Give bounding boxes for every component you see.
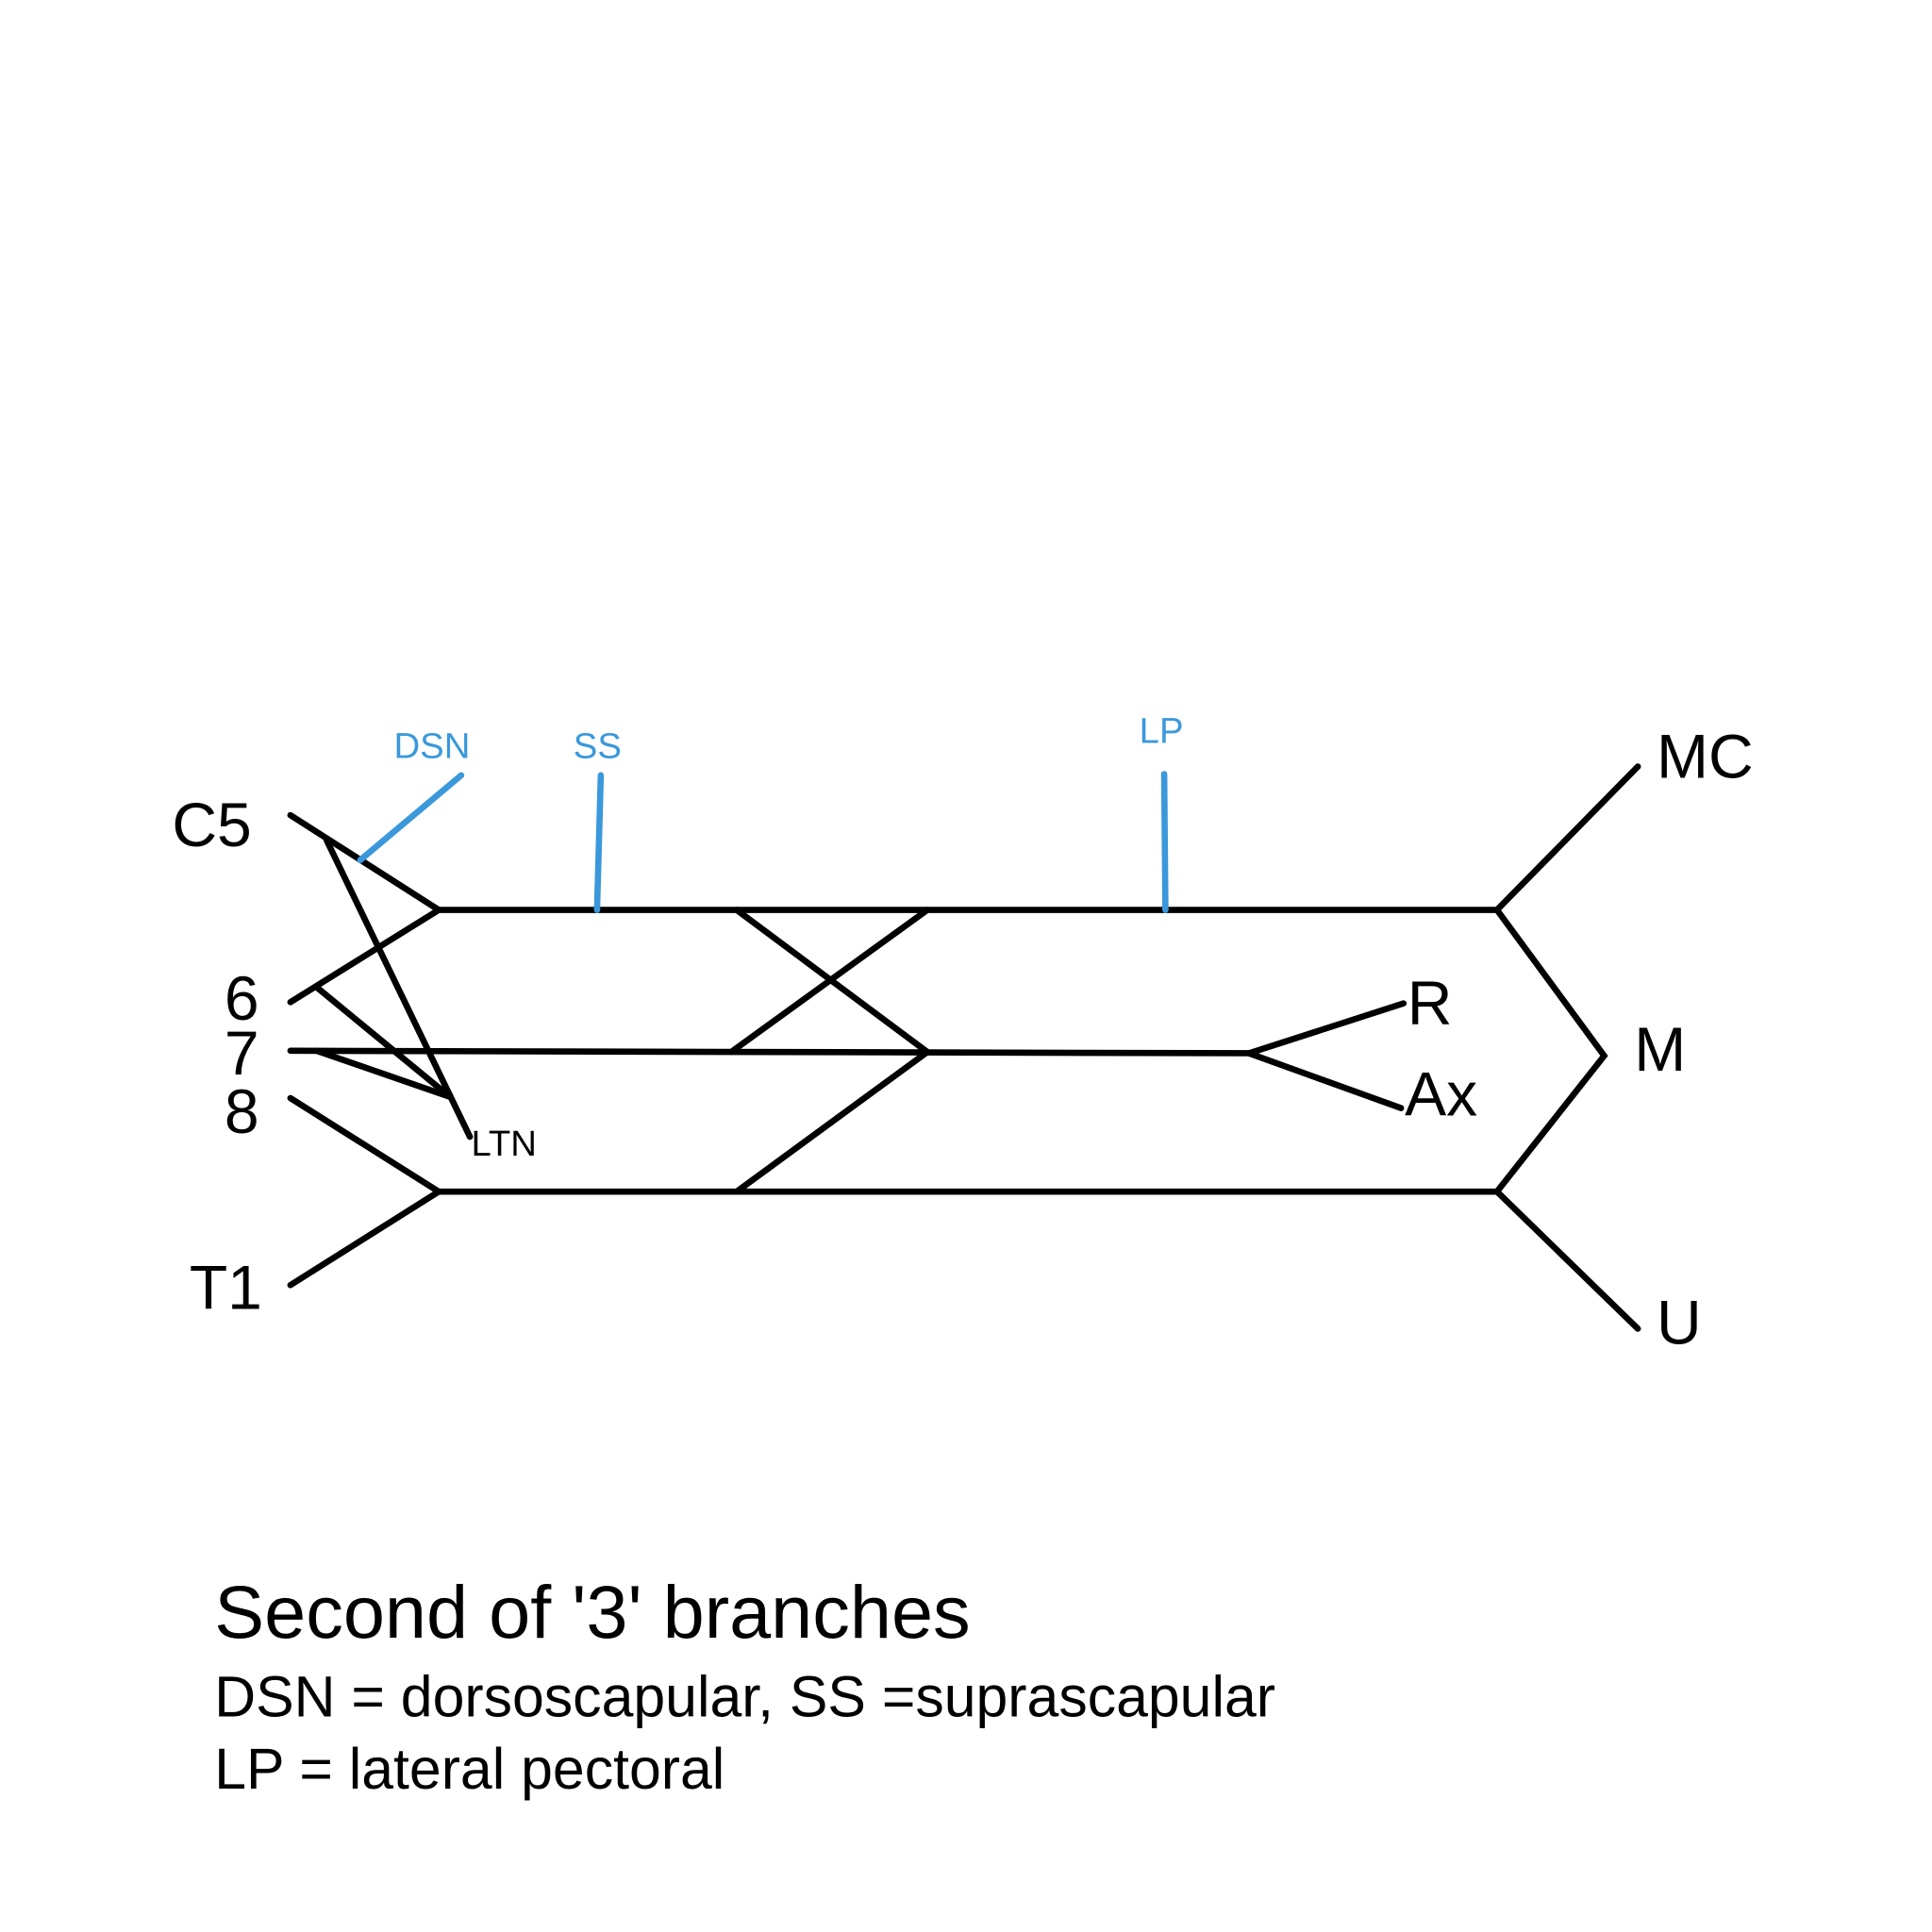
branch-label-ltn: LTN bbox=[471, 1124, 537, 1164]
root-label-t1: T1 bbox=[190, 1252, 262, 1322]
c8-root-line bbox=[287, 1094, 442, 1195]
terminal-label-mc: MC bbox=[1657, 721, 1754, 791]
ltn-c6-line bbox=[313, 984, 454, 1101]
ss-branch-line bbox=[593, 772, 605, 913]
caption-title: Second of '3' branches bbox=[214, 1570, 970, 1654]
division-cross-3 bbox=[733, 1048, 931, 1195]
division-cross-2 bbox=[729, 907, 931, 1055]
root-label-c5: C5 bbox=[172, 790, 251, 859]
terminal-label-ax: Ax bbox=[1405, 1059, 1477, 1129]
ulnar-line bbox=[1493, 1188, 1641, 1332]
root-label-6: 6 bbox=[225, 963, 259, 1033]
c5-root-line bbox=[287, 811, 442, 913]
highlighted-branches bbox=[357, 771, 1169, 913]
root-label-7: 7 bbox=[225, 1018, 259, 1088]
median-line bbox=[1493, 907, 1608, 1195]
branch-label-dsn: DSN bbox=[394, 725, 471, 766]
branch-label-lp: LP bbox=[1140, 710, 1184, 751]
caption-line-2: LP = lateral pectoral bbox=[214, 1737, 724, 1801]
axillary-line bbox=[1245, 1050, 1405, 1111]
radial-line bbox=[1245, 1000, 1407, 1057]
terminal-label-u: U bbox=[1657, 1287, 1702, 1357]
terminal-label-m: M bbox=[1634, 1014, 1686, 1084]
c7-middle-trunk-line bbox=[287, 1047, 1253, 1057]
musculocutaneous-line bbox=[1493, 763, 1641, 913]
caption-line-1: DSN = dorsoscapular, SS =suprascapular bbox=[214, 1664, 1275, 1728]
ltn-c5-line bbox=[323, 837, 474, 1141]
branch-label-ss: SS bbox=[574, 725, 622, 766]
t1-root-line bbox=[287, 1188, 442, 1289]
terminal-label-r: R bbox=[1407, 968, 1453, 1038]
ltn-c7-line bbox=[313, 1047, 454, 1101]
dsn-branch-line bbox=[357, 772, 465, 863]
root-label-8: 8 bbox=[225, 1076, 259, 1146]
lp-branch-line bbox=[1160, 771, 1169, 913]
nerve-lines bbox=[287, 763, 1641, 1332]
